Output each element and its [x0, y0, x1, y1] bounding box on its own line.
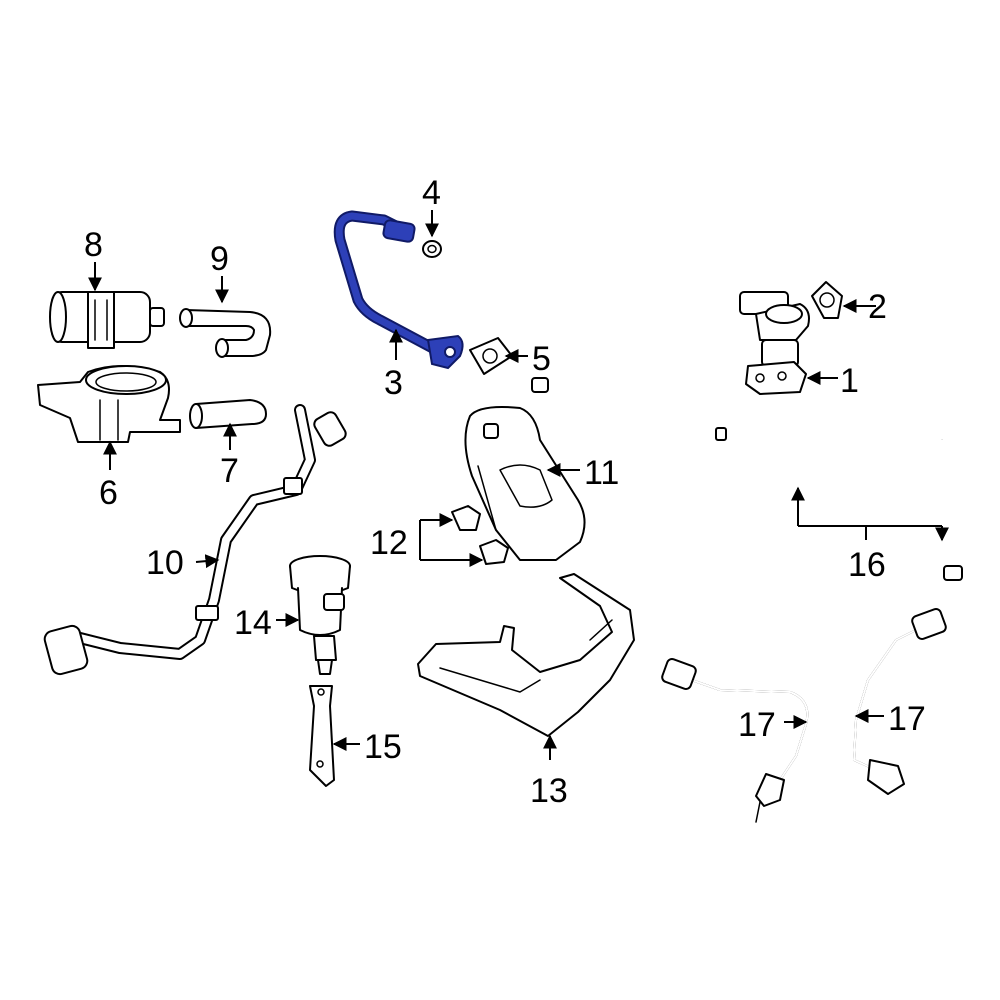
part-7-hose[interactable] — [189, 399, 267, 429]
callout-12: 12 — [370, 524, 408, 562]
callout-13: 13 — [530, 772, 568, 810]
part-12-clips[interactable] — [451, 505, 509, 565]
callout-11: 11 — [584, 454, 619, 492]
callout-14: 14 — [234, 604, 272, 642]
part-3-tube-highlighted[interactable] — [333, 210, 464, 370]
part-6-valve[interactable] — [37, 365, 181, 443]
part-1-egr-valve[interactable] — [739, 291, 810, 395]
part-14-pump[interactable] — [289, 555, 351, 675]
callout-4: 4 — [422, 174, 441, 212]
callout-1: 1 — [840, 362, 859, 400]
callout-8: 8 — [84, 226, 103, 264]
part-9-hose[interactable] — [179, 308, 272, 358]
callout-7: 7 — [220, 452, 239, 490]
callout-15: 15 — [364, 728, 402, 766]
part-17-sensor-left[interactable] — [661, 658, 809, 823]
callout-3: 3 — [384, 364, 403, 402]
part-16-tube[interactable] — [528, 377, 963, 581]
callout-labels: 1 2 3 4 5 6 7 8 9 10 11 12 13 14 15 16 1… — [84, 174, 926, 810]
part-4-ring[interactable] — [422, 240, 442, 258]
callout-9: 9 — [210, 240, 229, 278]
part-13-bracket[interactable] — [417, 573, 635, 737]
part-11-canister[interactable] — [464, 406, 586, 561]
part-15-bracket[interactable] — [309, 685, 335, 787]
callout-16: 16 — [848, 546, 886, 584]
part-2-gasket[interactable] — [811, 281, 843, 319]
callout-17-left: 17 — [738, 706, 776, 744]
part-17-sensor-right[interactable] — [852, 608, 947, 795]
callout-leaders — [88, 210, 949, 760]
callout-2: 2 — [868, 288, 887, 326]
part-8-filter[interactable] — [49, 291, 165, 349]
part-5-gasket[interactable] — [469, 337, 513, 375]
callout-10: 10 — [146, 544, 184, 582]
part-10-hose[interactable] — [43, 404, 348, 676]
callout-5: 5 — [532, 340, 551, 378]
callout-6: 6 — [99, 474, 118, 512]
callout-17-right: 17 — [888, 700, 926, 738]
